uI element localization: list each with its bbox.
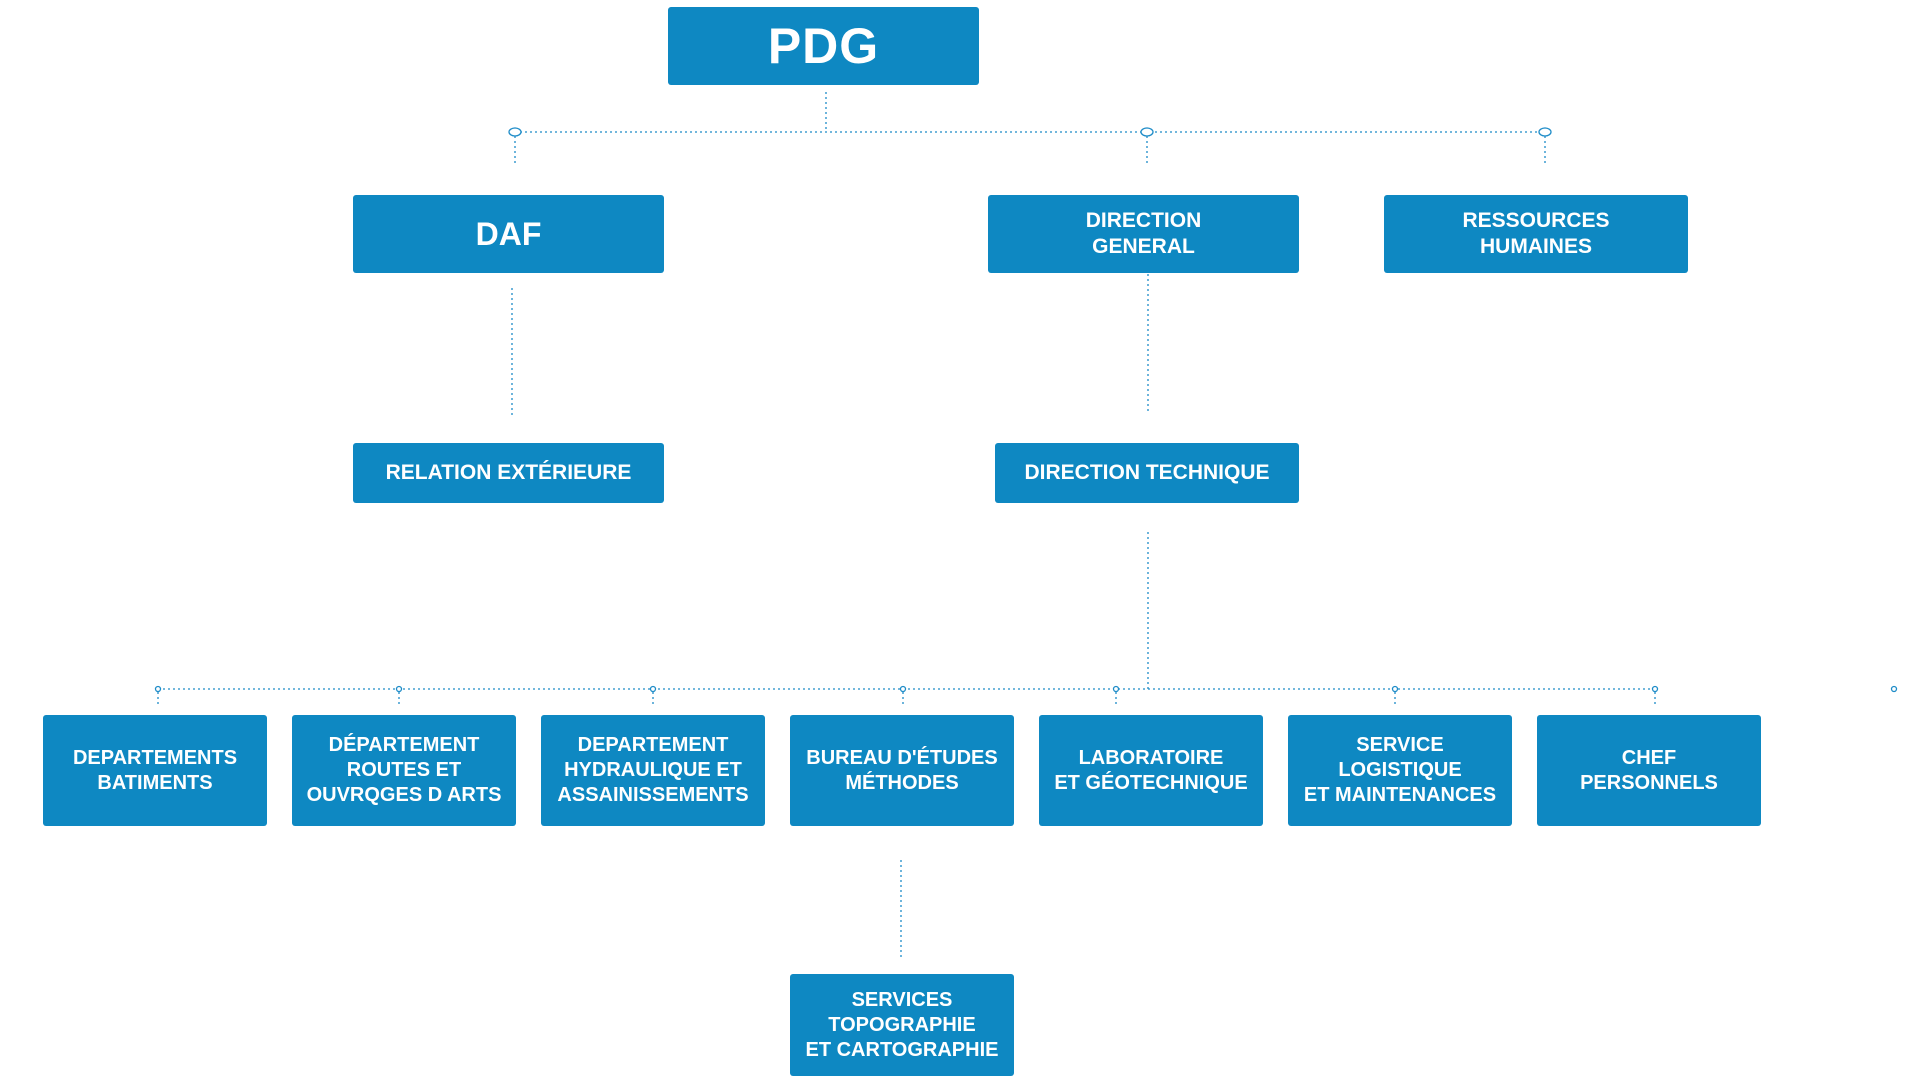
connector-dot bbox=[899, 685, 907, 693]
node-departement-hydraulique[interactable]: DEPARTEMENT HYDRAULIQUE ET ASSAINISSEMEN… bbox=[541, 715, 765, 826]
connector-dot bbox=[508, 127, 522, 137]
node-label: DIRECTION TECHNIQUE bbox=[1024, 460, 1270, 484]
node-label: DAF bbox=[475, 216, 542, 252]
node-label: SERVICES TOPOGRAPHIE ET CARTOGRAPHIE bbox=[805, 988, 999, 1061]
node-ressources-humaines[interactable]: RESSOURCES HUMAINES bbox=[1384, 195, 1688, 273]
node-relation-exterieure[interactable]: RELATION EXTÉRIEURE bbox=[353, 443, 664, 503]
connector-dot bbox=[1651, 685, 1659, 693]
node-departement-routes[interactable]: DÉPARTEMENT ROUTES ET OUVRQGES D ARTS bbox=[292, 715, 516, 826]
node-direction-general[interactable]: DIRECTION GENERAL bbox=[988, 195, 1299, 273]
node-chef-personnels[interactable]: CHEF PERSONNELS bbox=[1537, 715, 1761, 826]
node-label: CHEF PERSONNELS bbox=[1580, 746, 1718, 794]
node-label: PDG bbox=[767, 17, 880, 74]
node-label: RELATION EXTÉRIEURE bbox=[385, 460, 632, 484]
node-label: DEPARTEMENT HYDRAULIQUE ET ASSAINISSEMEN… bbox=[557, 734, 749, 806]
node-direction-technique[interactable]: DIRECTION TECHNIQUE bbox=[995, 443, 1299, 503]
node-services-topographie[interactable]: SERVICES TOPOGRAPHIE ET CARTOGRAPHIE bbox=[790, 974, 1014, 1076]
node-label: RESSOURCES HUMAINES bbox=[1462, 208, 1610, 258]
node-laboratoire[interactable]: LABORATOIRE ET GÉOTECHNIQUE bbox=[1039, 715, 1263, 826]
node-label: DÉPARTEMENT ROUTES ET OUVRQGES D ARTS bbox=[306, 734, 502, 806]
node-label: DIRECTION GENERAL bbox=[1085, 208, 1202, 258]
node-label: BUREAU D'ÉTUDES MÉTHODES bbox=[806, 746, 998, 794]
connector-dot bbox=[1140, 127, 1154, 137]
node-daf[interactable]: DAF bbox=[353, 195, 664, 273]
connector-dot bbox=[1538, 127, 1552, 137]
node-label: LABORATOIRE ET GÉOTECHNIQUE bbox=[1054, 746, 1248, 794]
node-pdg[interactable]: PDG bbox=[668, 7, 979, 85]
connector-dot-stray bbox=[1890, 685, 1898, 693]
node-bureau-etudes[interactable]: BUREAU D'ÉTUDES MÉTHODES bbox=[790, 715, 1014, 826]
node-departements-batiments[interactable]: DEPARTEMENTS BATIMENTS bbox=[43, 715, 267, 826]
connector-dot bbox=[649, 685, 657, 693]
connector-dot bbox=[395, 685, 403, 693]
connector-dot bbox=[154, 685, 162, 693]
dept-drops bbox=[154, 685, 1659, 704]
connector-dot bbox=[1112, 685, 1120, 693]
node-label: SERVICE LOGISTIQUE ET MAINTENANCES bbox=[1303, 734, 1497, 806]
node-label: DEPARTEMENTS BATIMENTS bbox=[72, 746, 238, 794]
connector-dot bbox=[1391, 685, 1399, 693]
node-service-logistique[interactable]: SERVICE LOGISTIQUE ET MAINTENANCES bbox=[1288, 715, 1512, 826]
